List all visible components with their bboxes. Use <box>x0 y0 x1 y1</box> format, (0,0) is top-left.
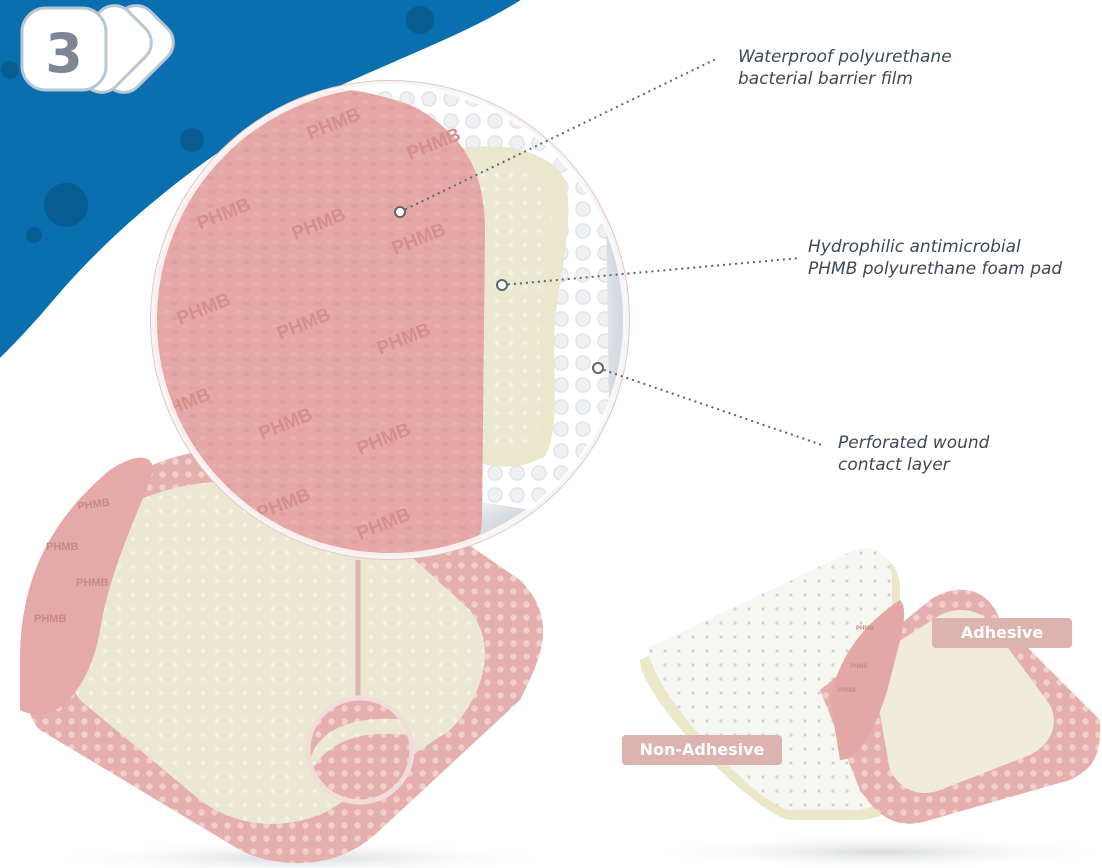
callout-foam: Hydrophilic antimicrobial PHMB polyureth… <box>808 236 1062 280</box>
watermark-label: PHMB <box>856 626 874 632</box>
callout-contact-line-1: Perforated wound <box>838 432 989 454</box>
watermark-label: PHMB <box>46 541 78 553</box>
watermark-label: PHMB <box>850 664 868 670</box>
watermark-label: PHMB <box>34 613 66 625</box>
step-number: 3 <box>45 22 83 85</box>
adhesive-tag: Adhesive <box>932 618 1072 648</box>
callout-foam-line-2: PHMB polyurethane foam pad <box>808 258 1062 280</box>
watermark-label: PHMB <box>838 688 856 694</box>
callout-film-line-1: Waterproof polyurethane <box>738 46 952 68</box>
non-adhesive-tag: Non-Adhesive <box>622 735 782 765</box>
callout-film-line-2: bacterial barrier film <box>738 68 952 90</box>
watermark-label: PHMB <box>76 577 108 589</box>
callout-foam-line-1: Hydrophilic antimicrobial <box>808 236 1062 258</box>
callout-contact-line-2: contact layer <box>838 454 989 476</box>
callout-contact: Perforated wound contact layer <box>838 432 989 476</box>
callout-film: Waterproof polyurethane bacterial barrie… <box>738 46 952 90</box>
